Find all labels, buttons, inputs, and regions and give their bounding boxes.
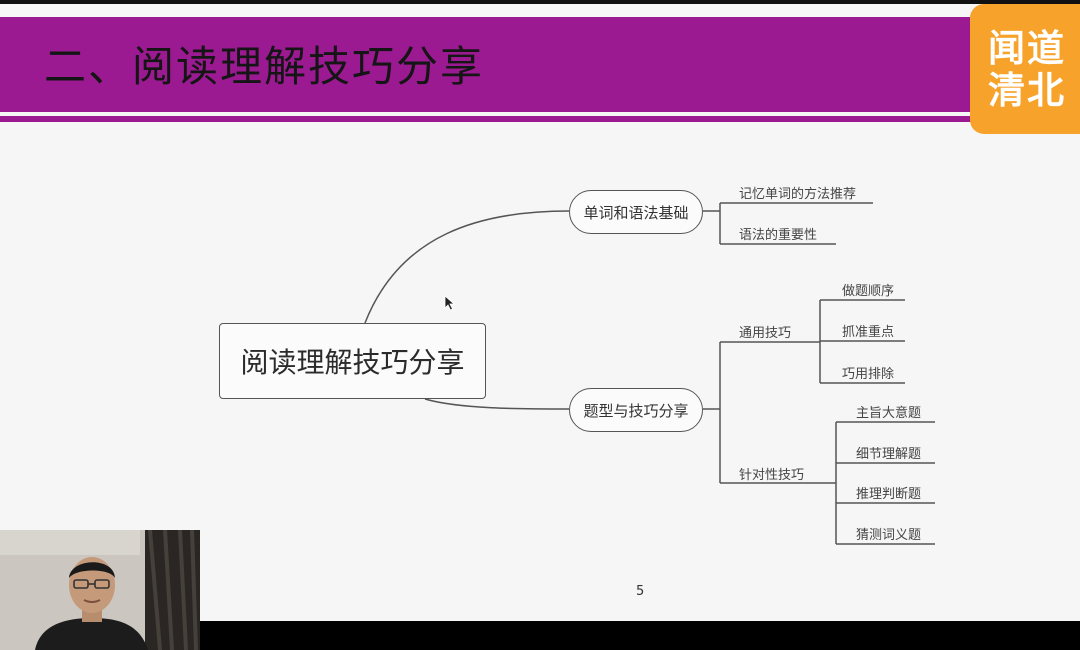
banner-underline: [0, 116, 1080, 122]
branch-vocab-grammar: 单词和语法基础: [569, 190, 703, 234]
top-black-bar: [0, 0, 1080, 4]
leaf-key-points: 抓准重点: [842, 325, 895, 340]
leaf-detail: 细节理解题: [856, 447, 922, 462]
page-number: 5: [636, 584, 645, 599]
presentation-slide: 二、阅读理解技巧分享 闻道 清北: [0, 4, 1080, 621]
connector-root-branch2: [424, 398, 570, 410]
mouse-cursor-icon: [444, 295, 456, 311]
mindmap-connectors: [364, 202, 935, 545]
leaf-grammar-importance: 语法的重要性: [739, 228, 818, 243]
webcam-feed: [0, 530, 200, 650]
brand-logo: 闻道 清北: [970, 4, 1080, 134]
leaf-inference: 推理判断题: [856, 487, 922, 502]
connector-root-branch1: [364, 210, 570, 324]
mindmap-root-node: 阅读理解技巧分享: [219, 323, 486, 399]
leaf-main-idea: 主旨大意题: [856, 406, 922, 421]
branch-question-types: 题型与技巧分享: [569, 388, 703, 432]
slide-title: 二、阅读理解技巧分享: [44, 42, 485, 91]
presenter-avatar-icon: [0, 530, 200, 650]
bottom-black-bar: [200, 621, 1080, 650]
leaf-answer-order: 做题顺序: [842, 284, 895, 299]
leaf-vocab-method: 记忆单词的方法推荐: [739, 187, 857, 202]
title-banner: [0, 17, 1080, 112]
leaf-elimination: 巧用排除: [842, 367, 895, 382]
logo-line-1: 闻道: [988, 27, 1066, 70]
logo-line-2: 清北: [988, 69, 1066, 112]
leaf-word-meaning: 猜测词义题: [856, 528, 922, 543]
sub-specific-skills: 针对性技巧: [739, 468, 805, 483]
sub-general-skills: 通用技巧: [739, 326, 792, 341]
